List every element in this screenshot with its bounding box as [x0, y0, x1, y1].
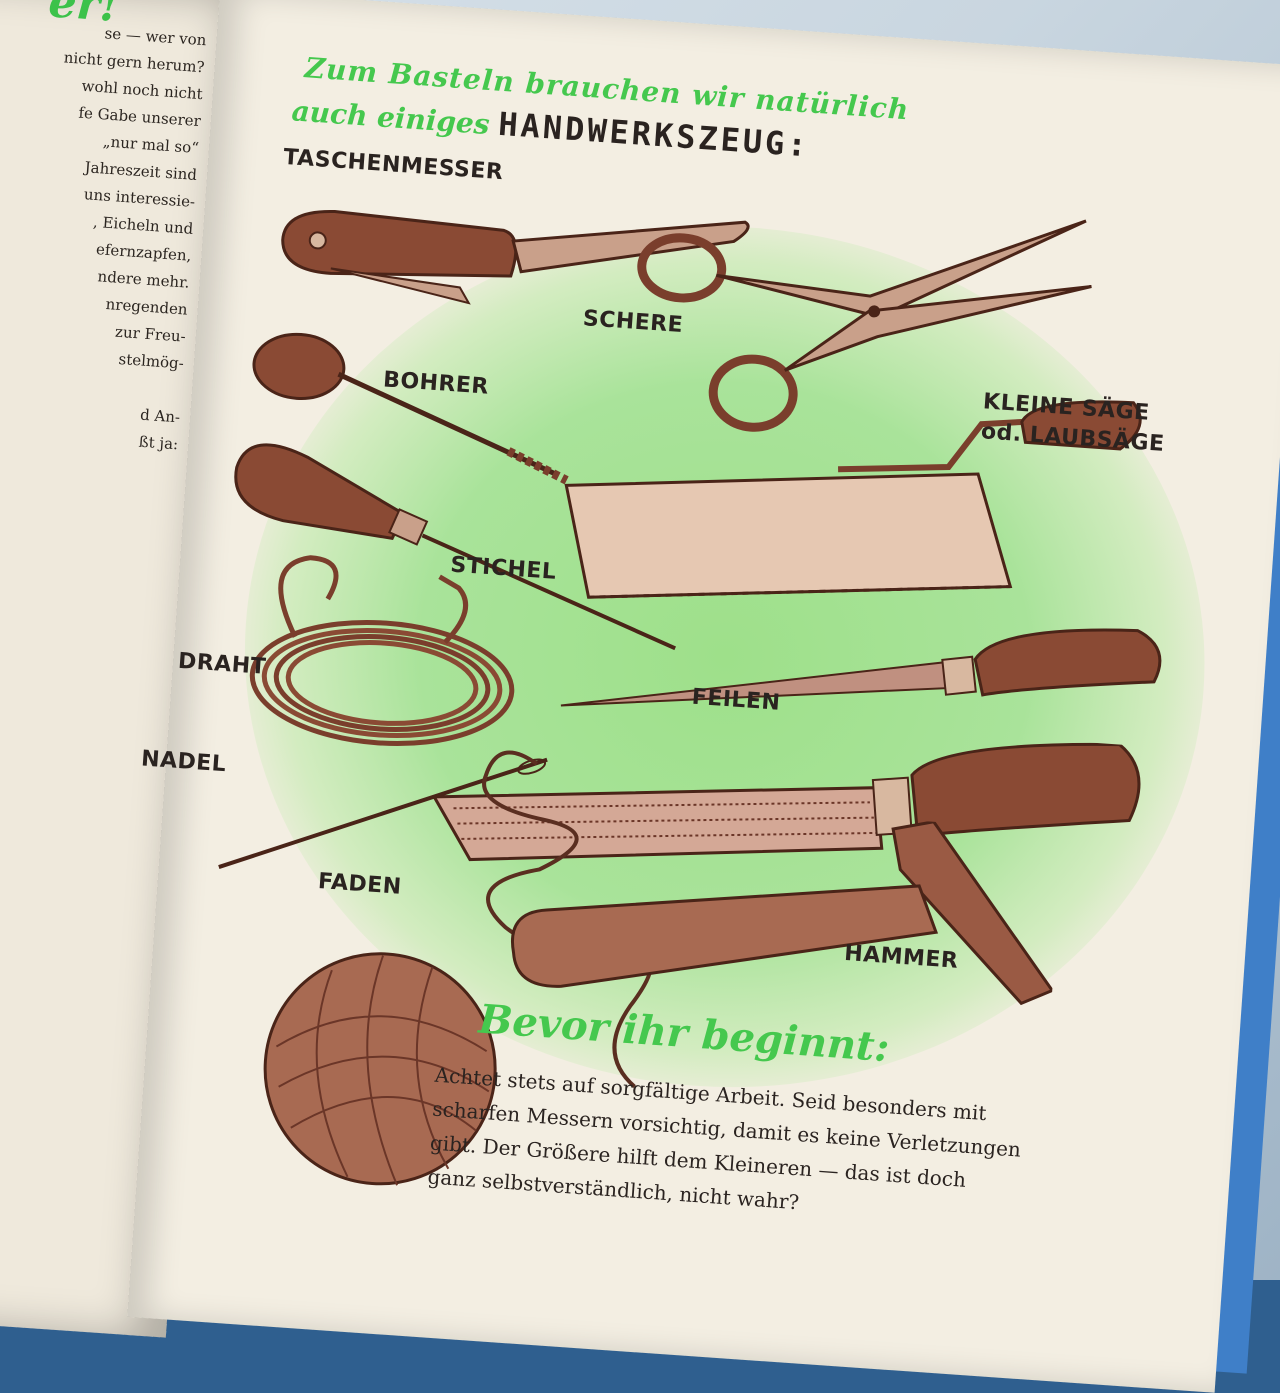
instruction-paragraph: Achtet stets auf sorgfältige Arbeit. Sei… — [427, 1058, 1135, 1242]
needle-and-thread-illustration — [218, 750, 653, 1089]
round-file-illustration — [560, 628, 1162, 707]
right-page: Zum Basteln brauchen wir natürlich auch … — [127, 0, 1280, 1393]
label-draht: DRAHT — [177, 648, 267, 680]
graver-illustration — [234, 443, 676, 651]
drill-illustration — [252, 332, 569, 485]
scissors-illustration — [637, 219, 1092, 432]
header-script-fragment: auch einiges — [290, 94, 491, 142]
hammer-illustration — [511, 820, 1055, 1006]
saw-illustration — [564, 400, 1142, 599]
wire-coil-illustration — [249, 555, 515, 747]
left-page-text: se — wer von nicht gern herum? wohl noch… — [0, 13, 207, 458]
ball-of-yarn-illustration — [263, 952, 497, 1186]
flat-file-illustration — [431, 742, 1141, 862]
